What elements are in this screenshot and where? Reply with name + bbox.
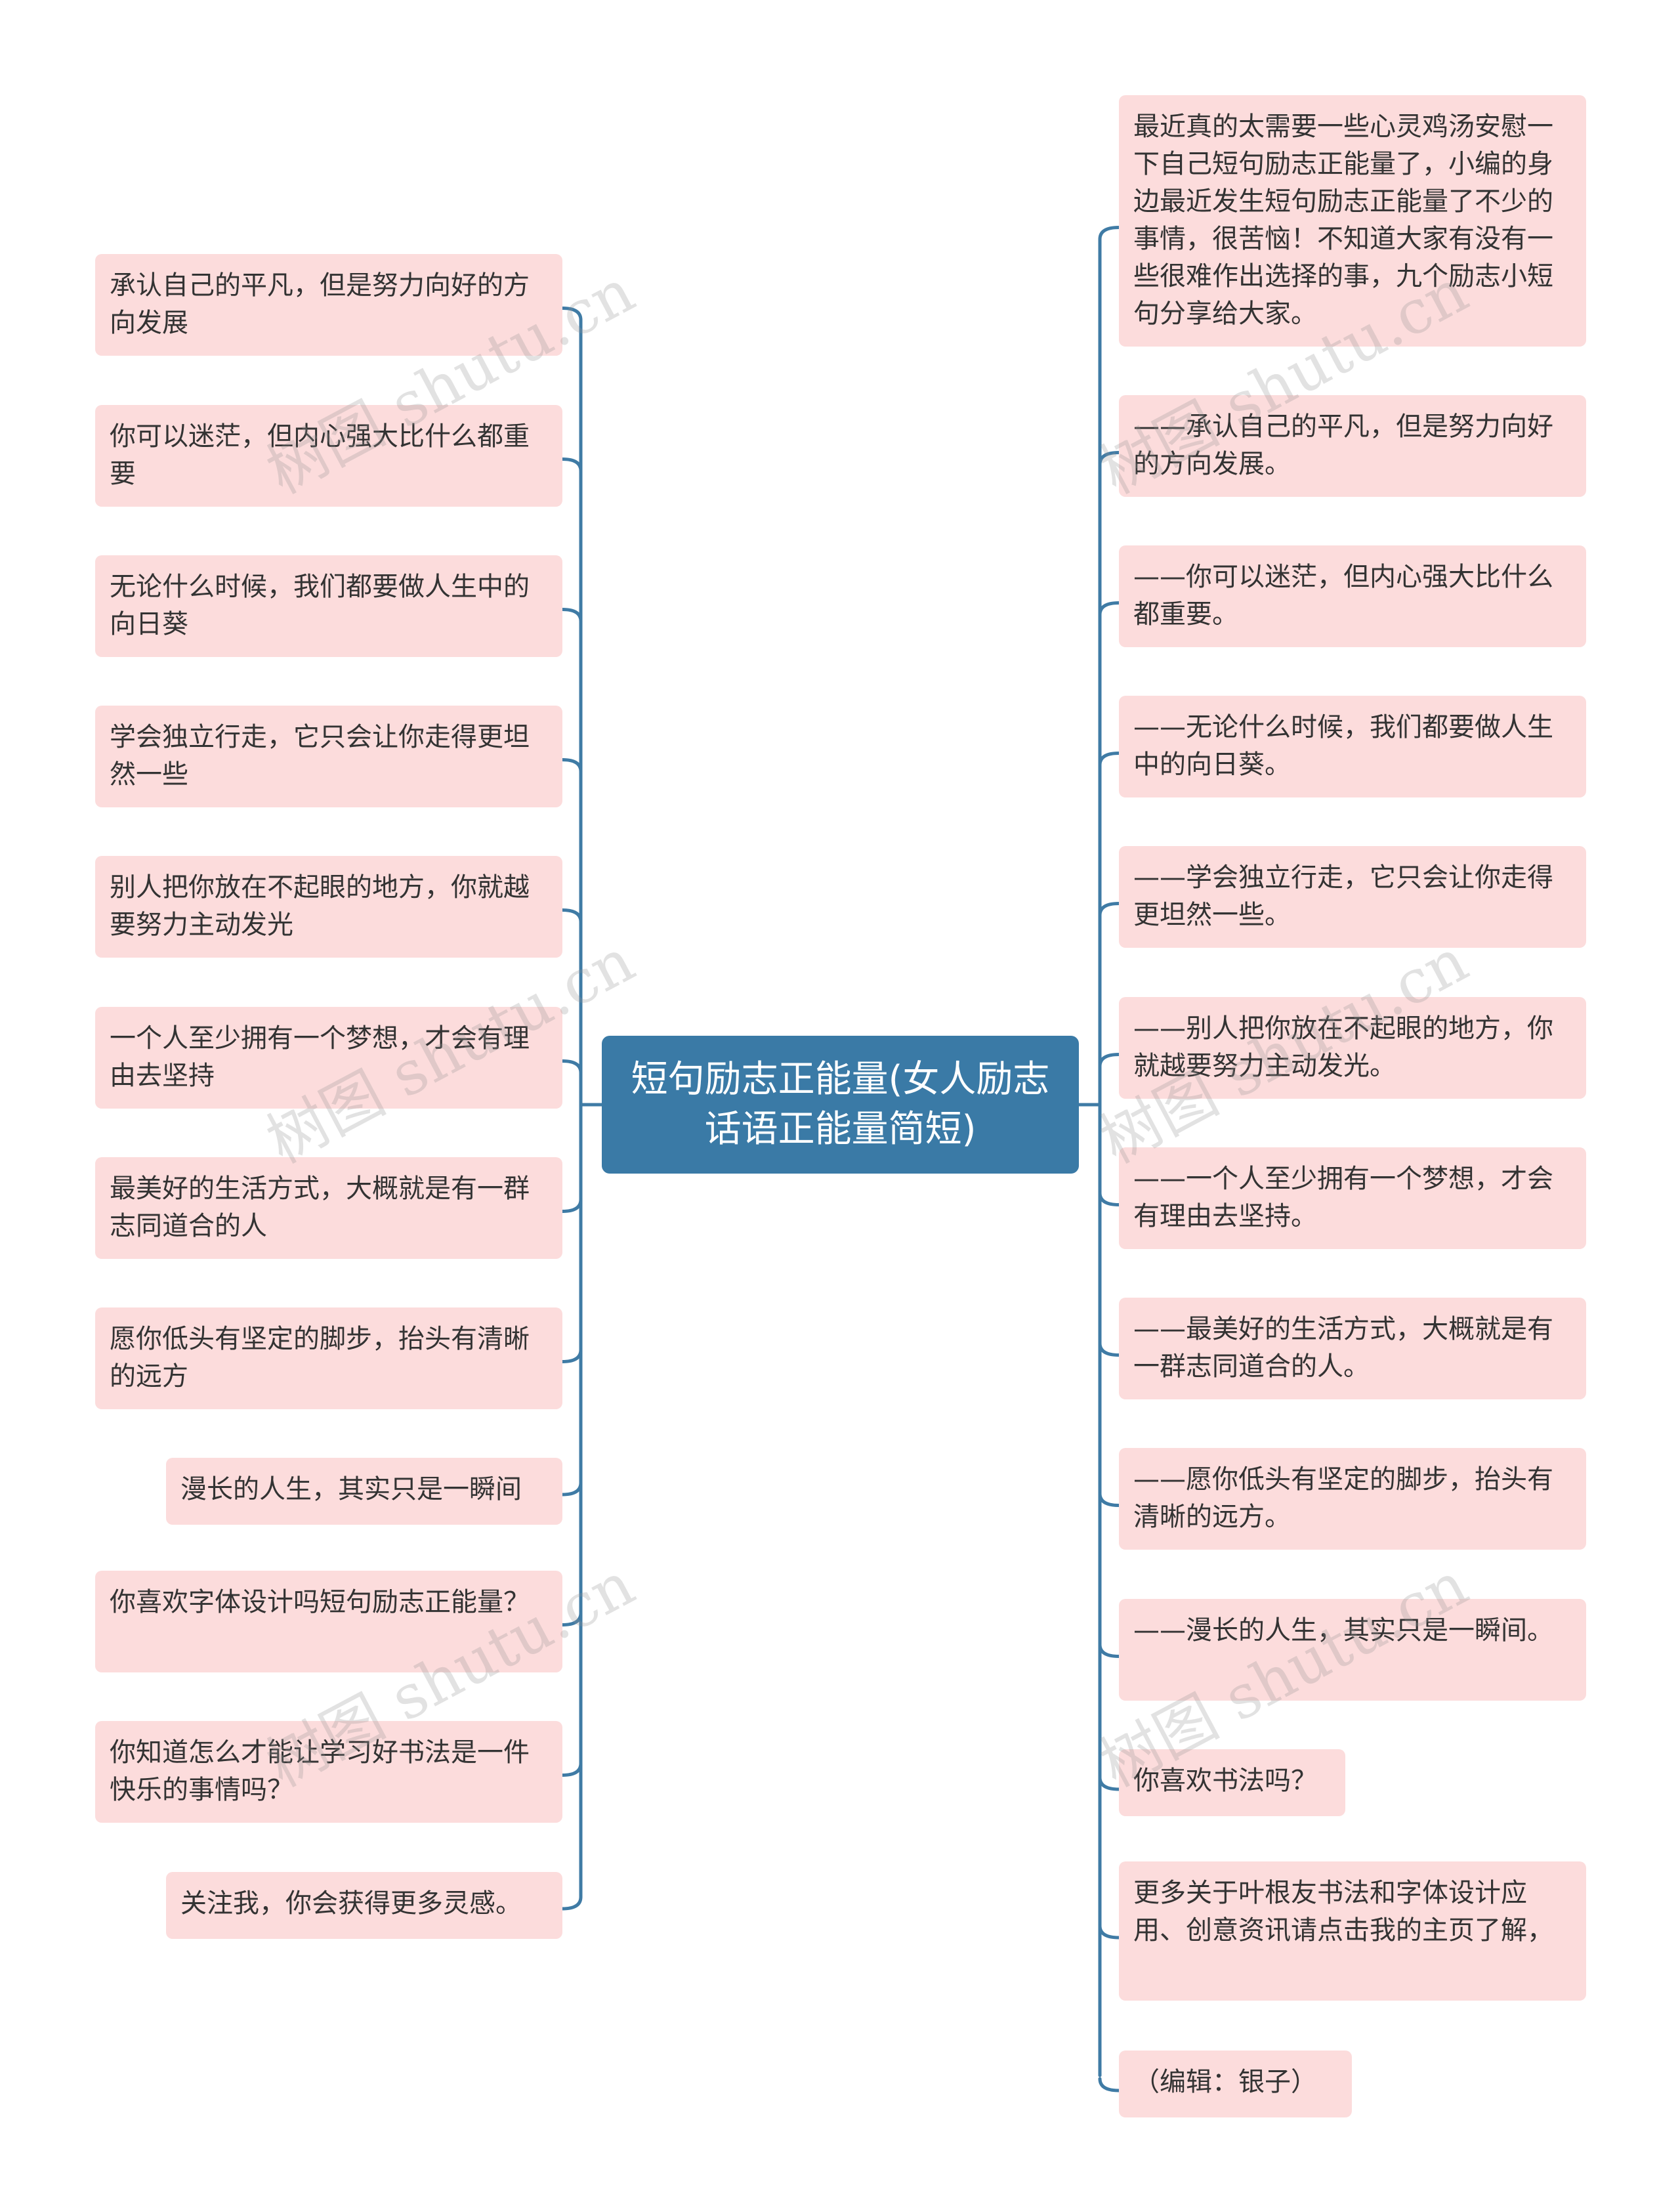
- connector-left-branch: [560, 457, 583, 473]
- connector-left-branch: [560, 758, 583, 773]
- left-branch-node[interactable]: 最美好的生活方式，大概就是有一群志同道合的人: [95, 1157, 562, 1259]
- connector-right-branch: [1098, 1643, 1121, 1658]
- right-branch-node[interactable]: ——愿你低头有坚定的脚步，抬头有清晰的远方。: [1119, 1448, 1586, 1550]
- right-branch-node[interactable]: 你喜欢书法吗？: [1119, 1749, 1345, 1816]
- connector-left-branch: [560, 1059, 583, 1074]
- left-branch-node[interactable]: 你喜欢字体设计吗短句励志正能量？: [95, 1571, 562, 1672]
- connector-right-branch: [1098, 226, 1121, 241]
- central-topic[interactable]: 短句励志正能量(女人励志话语正能量简短): [602, 1036, 1079, 1174]
- connector-right-branch: [1098, 902, 1121, 917]
- right-branch-node[interactable]: ——学会独立行走，它只会让你走得更坦然一些。: [1119, 846, 1586, 948]
- left-branch-node[interactable]: 学会独立行走，它只会让你走得更坦然一些: [95, 706, 562, 807]
- connector-right-branch: [1098, 601, 1121, 616]
- connector-right-branch: [1098, 1053, 1121, 1068]
- left-branch-node[interactable]: 你知道怎么才能让学习好书法是一件快乐的事情吗？: [95, 1721, 562, 1823]
- right-branch-node[interactable]: ——最美好的生活方式，大概就是有一群志同道合的人。: [1119, 1298, 1586, 1399]
- connector-left-branch: [560, 608, 583, 623]
- connector-left-branch: [560, 1348, 583, 1363]
- left-branch-node[interactable]: 一个人至少拥有一个梦想，才会有理由去坚持: [95, 1007, 562, 1109]
- left-branch-node[interactable]: 漫长的人生，其实只是一瞬间: [166, 1458, 562, 1525]
- connector-right-branch: [1098, 451, 1121, 466]
- right-branch-node[interactable]: ——漫长的人生，其实只是一瞬间。: [1119, 1599, 1586, 1701]
- connector-left-branch: [560, 908, 583, 924]
- connector-left-branch: [560, 307, 583, 322]
- connector-right-branch: [1098, 1342, 1121, 1357]
- connector-right-branch: [1098, 1492, 1121, 1507]
- left-branch-node[interactable]: 愿你低头有坚定的脚步，抬头有清晰的远方: [95, 1307, 562, 1409]
- connector-right-branch: [1098, 2077, 1121, 2093]
- connector-left-branch: [560, 1762, 583, 1777]
- right-branch-node[interactable]: ——一个人至少拥有一个梦想，才会有理由去坚持。: [1119, 1147, 1586, 1249]
- connector-right-branch: [1098, 1775, 1121, 1791]
- left-branch-node[interactable]: 关注我，你会获得更多灵感。: [166, 1872, 562, 1939]
- right-branch-node[interactable]: ——别人把你放在不起眼的地方，你就越要努力主动发光。: [1119, 997, 1586, 1099]
- right-branch-node[interactable]: 最近真的太需要一些心灵鸡汤安慰一下自己短句励志正能量了，小编的身边最近发生短句励…: [1119, 95, 1586, 347]
- connector-right-branch: [1098, 1924, 1121, 1940]
- connector-right-branch: [1098, 752, 1121, 767]
- left-branch-node[interactable]: 你可以迷茫，但内心强大比什么都重要: [95, 405, 562, 507]
- connector-left-branch: [560, 1611, 583, 1626]
- right-branch-node[interactable]: （编辑：银子）: [1119, 2051, 1352, 2117]
- left-branch-node[interactable]: 无论什么时候，我们都要做人生中的向日葵: [95, 555, 562, 657]
- right-branch-node[interactable]: ——你可以迷茫，但内心强大比什么都重要。: [1119, 545, 1586, 647]
- left-branch-node[interactable]: 承认自己的平凡，但是努力向好的方向发展: [95, 254, 562, 356]
- right-branch-node[interactable]: ——无论什么时候，我们都要做人生中的向日葵。: [1119, 696, 1586, 797]
- connector-left-branch: [560, 1198, 583, 1213]
- right-branch-node[interactable]: ——承认自己的平凡，但是努力向好的方向发展。: [1119, 395, 1586, 497]
- right-branch-node[interactable]: 更多关于叶根友书法和字体设计应用、创意资讯请点击我的主页了解，: [1119, 1861, 1586, 2001]
- connector-left-branch: [560, 1895, 583, 1911]
- left-branch-node[interactable]: 别人把你放在不起眼的地方，你就越要努力主动发光: [95, 856, 562, 958]
- connector-left-branch: [560, 1481, 583, 1497]
- connector-right-branch: [1098, 1191, 1121, 1206]
